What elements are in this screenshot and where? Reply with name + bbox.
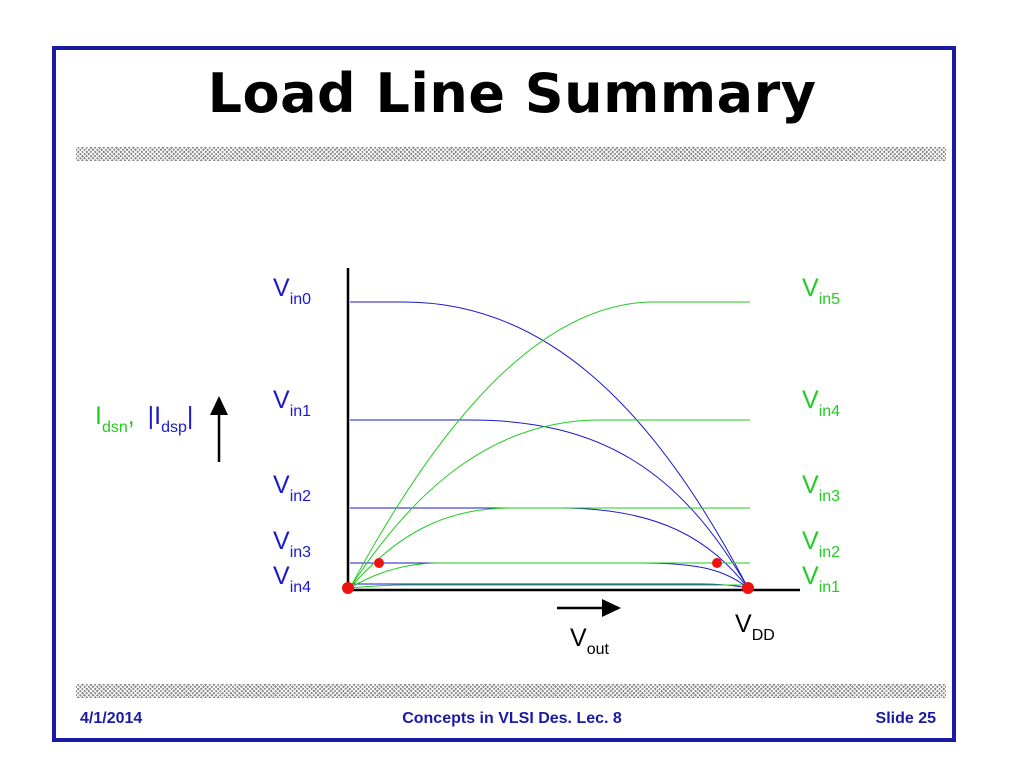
nmos-label-vin5: Vin5: [802, 274, 840, 308]
pmos-curves: [350, 301, 749, 589]
vdd-symbol: V: [735, 610, 752, 638]
pmos-curve-vin2: [350, 507, 749, 589]
pmos-labels: Vin0 Vin1 Vin2 Vin3 Vin4: [273, 274, 311, 596]
vdd-label: VDD: [735, 610, 775, 644]
pmos-curve-vin1: [350, 419, 749, 589]
nmos-labels: Vin5 Vin4 Vin3 Vin2 Vin1: [802, 274, 840, 596]
vout-subscript: out: [587, 641, 610, 658]
nmos-label-vin3: Vin3: [802, 471, 840, 505]
nmos-curve-vin1: [349, 584, 750, 589]
pmos-curve-vin0: [350, 301, 749, 589]
nmos-curve-vin3: [349, 507, 750, 589]
y-axis-label: Idsn, |Idsp|: [95, 402, 193, 436]
operating-point: [712, 558, 722, 568]
bottom-hatched-divider: [76, 684, 946, 698]
up-arrow-icon: [210, 396, 228, 415]
nmos-curve-vin4: [349, 419, 750, 589]
ids-n-subscript: dsn: [102, 419, 128, 436]
ids-n-comma: ,: [128, 402, 135, 430]
x-axis-label: Vout: [570, 624, 609, 658]
nmos-label-vin1: Vin1: [802, 562, 840, 596]
slide-frame: [52, 46, 956, 742]
footer-slide-number: Slide 25: [875, 710, 936, 727]
pmos-label-vin2: Vin2: [273, 471, 311, 505]
ids-p-symbol: |I: [148, 402, 161, 430]
pmos-label-vin1: Vin1: [273, 386, 311, 420]
operating-point: [342, 582, 354, 594]
ids-n-symbol: I: [95, 402, 102, 430]
slide-title: Load Line Summary: [207, 62, 817, 125]
top-hatched-divider: [76, 147, 946, 161]
ids-p-subscript: dsp: [161, 419, 187, 436]
footer-course: Concepts in VLSI Des. Lec. 8: [402, 710, 622, 727]
nmos-curve-vin5: [349, 301, 750, 589]
right-arrow-icon: [602, 599, 621, 617]
pmos-label-vin4: Vin4: [273, 562, 311, 596]
ids-p-bar: |: [187, 402, 194, 430]
operating-point: [742, 582, 754, 594]
nmos-label-vin2: Vin2: [802, 527, 840, 561]
nmos-curve-vin2: [349, 562, 750, 589]
nmos-curves: [349, 301, 750, 589]
vdd-subscript: DD: [752, 627, 775, 644]
footer-date: 4/1/2014: [80, 710, 143, 727]
pmos-label-vin3: Vin3: [273, 527, 311, 561]
pmos-label-vin0: Vin0: [273, 274, 311, 308]
operating-point: [374, 558, 384, 568]
operating-points: [342, 558, 754, 594]
vout-symbol: V: [570, 624, 587, 652]
nmos-label-vin4: Vin4: [802, 386, 840, 420]
